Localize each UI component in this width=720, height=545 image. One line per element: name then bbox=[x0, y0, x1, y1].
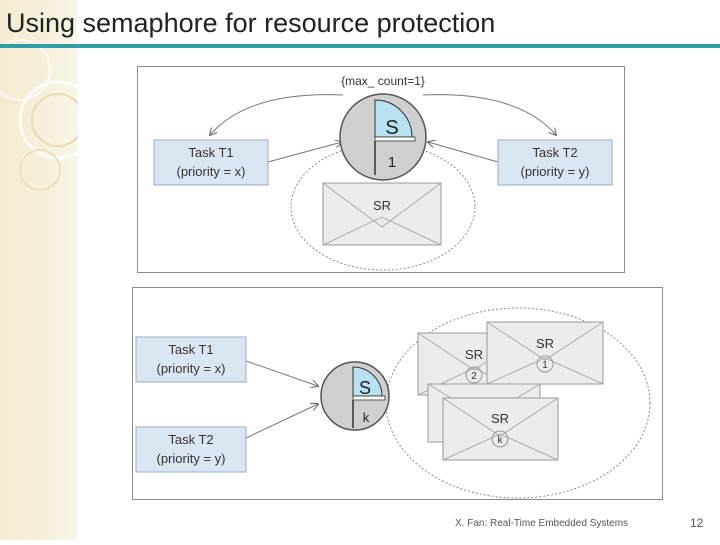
slide-footer: X. Fan: Real-Time Embedded Systems bbox=[455, 518, 629, 529]
resource-envelope bbox=[322, 182, 442, 246]
left-decorative-band bbox=[0, 0, 98, 540]
slide-title: Using semaphore for resource protection bbox=[6, 8, 496, 38]
arc-to-task2 bbox=[422, 94, 556, 135]
task2-name: Task T2 bbox=[168, 432, 213, 447]
resource-ellipse bbox=[290, 143, 476, 271]
page-number: 12 bbox=[690, 516, 704, 530]
title-rule bbox=[0, 44, 720, 48]
resource-1-label: SR bbox=[536, 336, 554, 351]
resource-k-index: k bbox=[498, 435, 504, 446]
semaphore-letter: S bbox=[359, 378, 371, 398]
resource-envelope-1 bbox=[486, 321, 604, 385]
resource-k-label: SR bbox=[491, 411, 509, 426]
diagram-single-resource: {max_ count=1} S 1 Task T1 (priority = x… bbox=[137, 66, 625, 273]
task1-box bbox=[135, 336, 247, 383]
resource-label: SR bbox=[373, 198, 391, 213]
resource-2-label: SR bbox=[465, 347, 483, 362]
task2-priority: (priority = y) bbox=[521, 164, 590, 179]
line-task2-semaphore bbox=[428, 142, 499, 163]
task1-priority: (priority = x) bbox=[177, 164, 246, 179]
semaphore-count: k bbox=[363, 410, 370, 425]
diagram-single-resource-svg: {max_ count=1} S 1 Task T1 (priority = x… bbox=[153, 74, 613, 271]
task1-priority: (priority = x) bbox=[157, 361, 226, 376]
max-count-label: {max_ count=1} bbox=[341, 74, 425, 88]
task1-box bbox=[153, 139, 269, 186]
line-task1-semaphore bbox=[267, 142, 342, 163]
resource-1-index: 1 bbox=[542, 360, 548, 371]
semaphore-icon bbox=[320, 361, 390, 431]
resource-envelope-k bbox=[442, 397, 559, 461]
semaphore-count: 1 bbox=[388, 154, 396, 171]
decorative-circles bbox=[0, 39, 98, 191]
semaphore-icon bbox=[339, 93, 427, 181]
semaphore-letter: S bbox=[385, 117, 398, 139]
task1-name: Task T1 bbox=[188, 145, 233, 160]
line-task1-semaphore bbox=[245, 360, 318, 386]
diagram-multiple-resources-svg: Task T1 (priority = x) Task T2 (priority… bbox=[135, 307, 651, 499]
line-task2-semaphore bbox=[245, 404, 318, 439]
task2-box bbox=[497, 139, 613, 186]
resource-2-index: 2 bbox=[471, 371, 477, 382]
resource-pool-ellipse bbox=[385, 307, 651, 499]
task1-name: Task T1 bbox=[168, 342, 213, 357]
arc-to-task1 bbox=[210, 94, 344, 135]
task2-priority: (priority = y) bbox=[157, 451, 226, 466]
task2-name: Task T2 bbox=[532, 145, 577, 160]
task2-box bbox=[135, 426, 247, 473]
diagram-multiple-resources: Task T1 (priority = x) Task T2 (priority… bbox=[132, 287, 663, 500]
